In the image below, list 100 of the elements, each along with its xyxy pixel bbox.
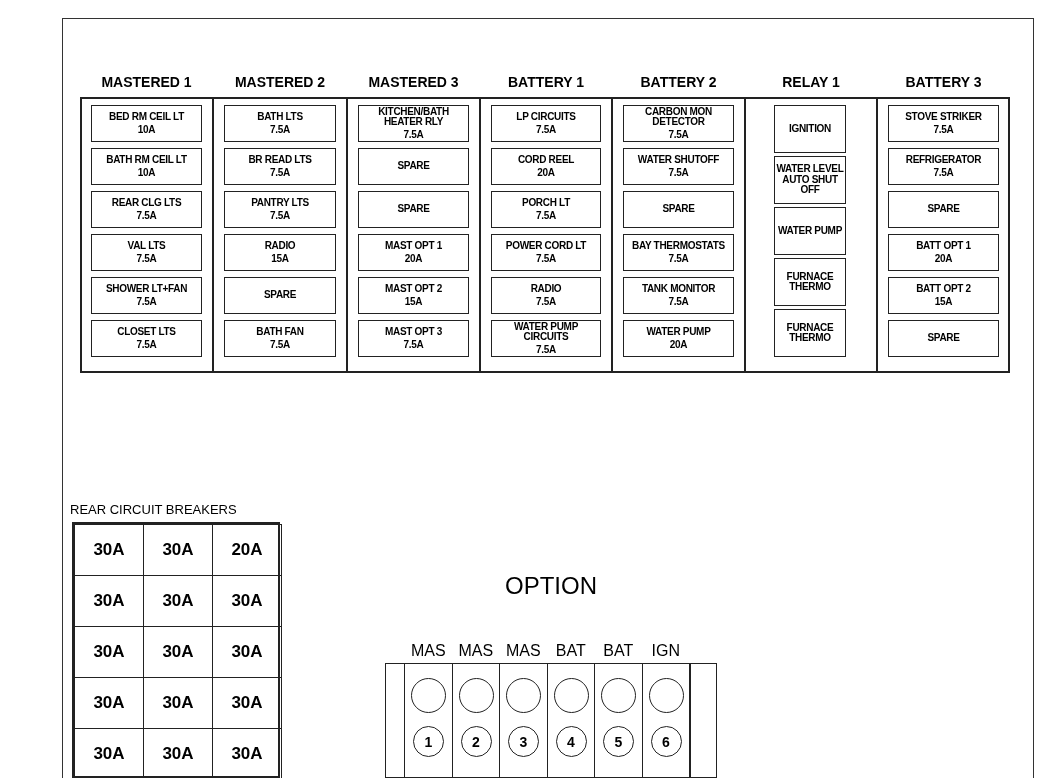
circuit-label: BATH RM CEIL LT (106, 155, 187, 166)
circuit-label: FURNACE THERMO (785, 322, 835, 344)
fuse (91, 105, 202, 142)
circuit-label: MAST OPT 1 (385, 241, 442, 252)
fuse-rating: 20A (669, 339, 688, 350)
circuit-label: SPARE (927, 333, 960, 344)
fuse (224, 148, 336, 185)
breaker-rating: 30A (231, 642, 263, 662)
fuse (358, 277, 469, 314)
breaker (212, 524, 282, 576)
fuse (91, 191, 202, 228)
fuse (91, 320, 202, 357)
relay (774, 258, 846, 306)
circuit-label: BATH LTS (257, 112, 303, 123)
relay (774, 156, 846, 204)
circuit-label: BR READ LTS (248, 155, 312, 166)
circuit-label: REAR CLG LTS (111, 198, 182, 209)
fuse-rating: 7.5A (270, 167, 290, 178)
fuse (623, 105, 734, 142)
column-heading: RELAY 1 (782, 74, 840, 90)
fuse-rating: 7.5A (136, 296, 157, 307)
fuse-rating: 7.5A (270, 210, 290, 221)
circuit-label: MAST OPT 3 (385, 327, 442, 338)
breaker-rating: 30A (93, 540, 125, 560)
circuit-label: PANTRY LTS (251, 198, 309, 209)
relay (774, 309, 846, 357)
breaker-rating: 30A (162, 744, 194, 764)
fuse-rating: 7.5A (136, 210, 157, 221)
breaker-rating: 30A (162, 642, 194, 662)
circuit-label: FURNACE THERMO (785, 271, 835, 293)
slot-label: MAS (505, 642, 541, 660)
circuit-label: WATER PUMP CIRCUITS (512, 321, 579, 343)
fuse-rating: 7.5A (136, 339, 157, 350)
fuse (888, 277, 999, 314)
circuit-label: BED RM CEIL LT (109, 112, 184, 123)
fuse-rating: 7.5A (403, 339, 424, 350)
circuit-label: SPARE (397, 204, 430, 215)
fuse (491, 191, 601, 228)
fuse (623, 320, 734, 357)
fuse (888, 320, 999, 357)
circuit-label: SPARE (927, 204, 960, 215)
circuit-label: SPARE (263, 290, 297, 301)
column-heading: BATTERY 2 (640, 74, 717, 90)
fuse (358, 320, 469, 357)
fuse-rating: 7.5A (668, 296, 689, 307)
option-heading: OPTION (505, 572, 597, 600)
fuse (358, 191, 469, 228)
fuse (623, 277, 734, 314)
fuse-rating: 7.5A (536, 124, 556, 135)
column-heading: MASTERED 3 (368, 74, 459, 90)
slot-number: 4 (567, 733, 575, 750)
fuse-rating: 7.5A (668, 129, 689, 141)
circuit-label: MAST OPT 2 (385, 284, 442, 295)
fuse (623, 234, 734, 271)
circuit-label: TANK MONITOR (641, 284, 716, 295)
fuse (888, 191, 999, 228)
breaker-rating: 30A (231, 591, 263, 611)
circuit-label: LP CIRCUITS (516, 112, 576, 123)
fuse-rating: 7.5A (536, 253, 556, 264)
slot-label: MAS (410, 642, 446, 660)
slot-label: MAS (458, 642, 494, 660)
circuit-label: BATT OPT 2 (916, 284, 971, 295)
fuse (888, 148, 999, 185)
breaker-rating: 30A (231, 693, 263, 713)
slot-label: IGN (651, 642, 680, 660)
circuit-label: CLOSET LTS (117, 327, 176, 338)
fuse (91, 148, 202, 185)
column-heading: MASTERED 2 (234, 74, 326, 90)
fuse-rating: 7.5A (136, 253, 157, 264)
fuse-rating: 20A (934, 253, 953, 264)
slot-number: 3 (519, 733, 528, 750)
circuit-label: KITCHEN/BATH HEATER RLY (377, 106, 450, 128)
fuse-rating: 7.5A (933, 124, 954, 135)
circuit-label: SHOWER LT+FAN (105, 284, 188, 295)
fuse-rating: 15A (934, 296, 953, 307)
circuit-label: PORCH LT (522, 198, 570, 209)
circuit-label: WATER PUMP (646, 327, 711, 338)
breaker-rating: 20A (231, 540, 263, 560)
circuit-label: CARBON MON DETECTOR (644, 106, 713, 128)
circuit-label: SPARE (397, 161, 430, 172)
circuit-label: IGNITION (788, 123, 831, 135)
fuse (91, 277, 202, 314)
fuse-rating: 10A (137, 124, 156, 135)
fuse (623, 191, 734, 228)
relay (774, 207, 846, 255)
fuse-rating: 7.5A (403, 129, 424, 141)
fuse (491, 234, 601, 271)
circuit-label: POWER CORD LT (505, 241, 587, 252)
fuse-rating: 7.5A (933, 167, 954, 178)
slot-label: BAT (603, 642, 634, 660)
circuit-label: WATER PUMP (777, 225, 842, 237)
breaker (74, 524, 144, 576)
circuit-label: SPARE (662, 204, 695, 215)
circuit-label: WATER SHUTOFF (637, 155, 720, 166)
fuse (623, 148, 734, 185)
breaker-rating: 30A (93, 693, 125, 713)
fuse (224, 320, 336, 357)
column-heading: BATTERY 3 (905, 74, 982, 90)
fuse (224, 191, 336, 228)
slot-number: 1 (424, 733, 433, 750)
